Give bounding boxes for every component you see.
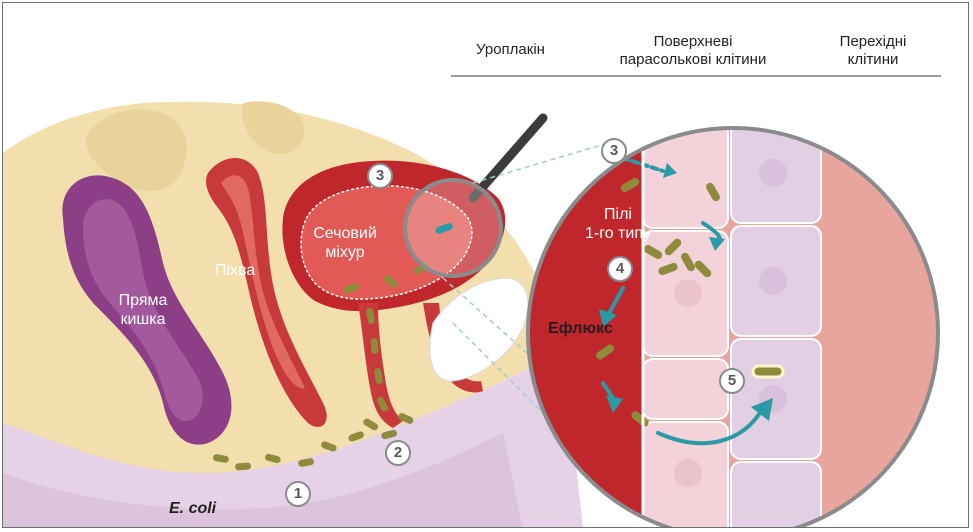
header-transitional-cells-line1: Перехідні bbox=[808, 33, 938, 51]
step-marker-1: 1 bbox=[285, 481, 311, 507]
step-marker-3-bladder: 3 bbox=[367, 163, 393, 189]
header-transitional-cells-line2: клітини bbox=[808, 51, 938, 69]
efflux-label: Ефлюкс bbox=[548, 319, 613, 338]
header-umbrella-cells-line2: парасолькові клітини bbox=[603, 51, 783, 69]
pili-label: Пілі 1-го типу bbox=[573, 205, 663, 243]
header-umbrella-cells: Поверхневі парасолькові клітини bbox=[603, 33, 783, 69]
step-marker-5: 5 bbox=[719, 368, 745, 394]
bladder-label: Сечовий міхур bbox=[305, 224, 385, 262]
header-umbrella-cells-line1: Поверхневі bbox=[603, 33, 783, 51]
step-marker-2: 2 bbox=[385, 440, 411, 466]
ecoli-label: E. coli bbox=[169, 499, 216, 518]
vagina-label: Піхва bbox=[215, 261, 255, 280]
step-marker-3-inset: 3 bbox=[601, 138, 627, 164]
header-divider bbox=[451, 75, 941, 77]
step-marker-4: 4 bbox=[607, 256, 633, 282]
header-uroplakin: Уроплакін bbox=[476, 41, 545, 59]
header-transitional-cells: Перехідні клітини bbox=[808, 33, 938, 69]
anatomy-illustration bbox=[3, 3, 969, 528]
rectum-label: Пряма кишка bbox=[103, 291, 183, 329]
